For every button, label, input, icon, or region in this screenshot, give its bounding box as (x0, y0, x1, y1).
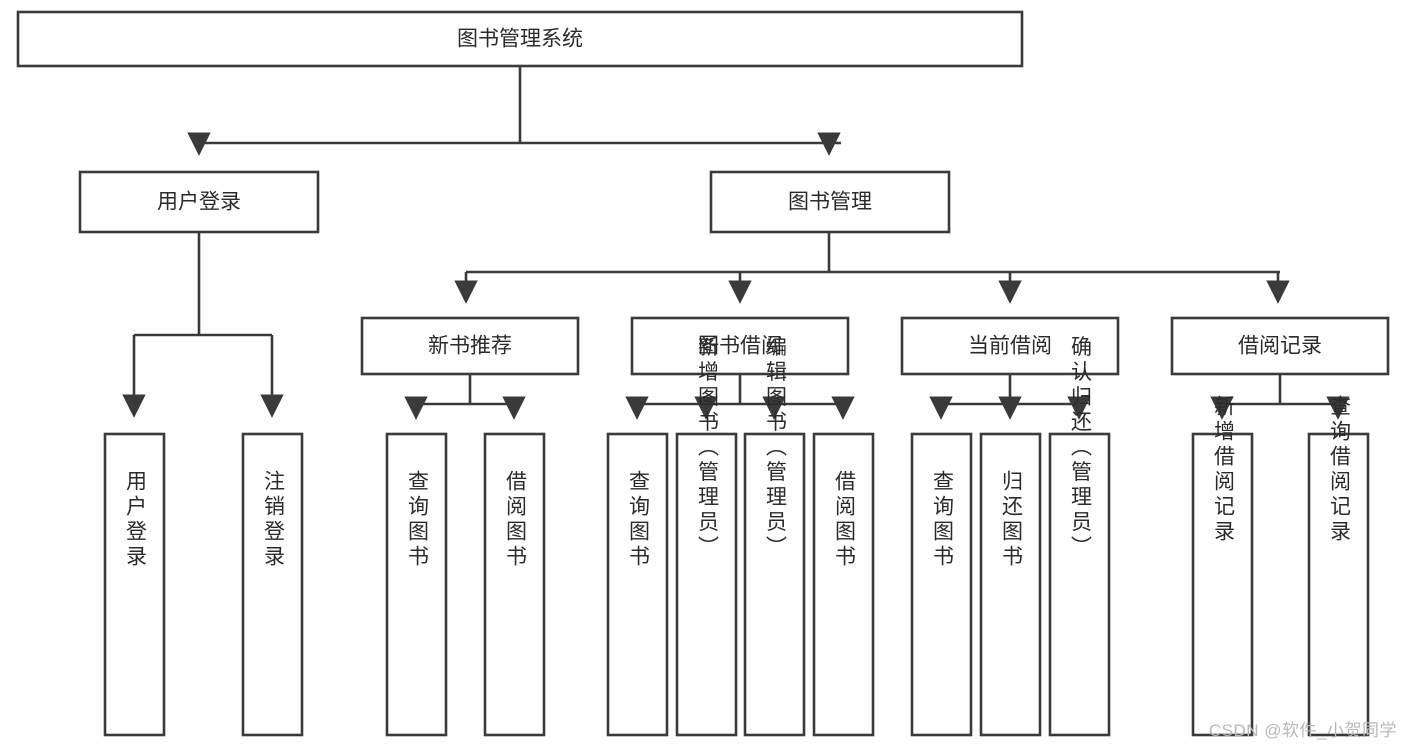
node-book-borrow-label: 图书借阅 (698, 335, 782, 358)
leaf-borrow-record-0-label: 新增借阅记录 (1212, 395, 1236, 545)
leaf-book-borrow-0[interactable]: 查询图书 (606, 432, 669, 737)
leaf-book-borrow-3[interactable]: 借阅图书 (812, 432, 875, 737)
leaf-book-borrow-2-label: 编辑图书（管理员） (764, 336, 788, 561)
edge-group-user-login (122, 232, 284, 418)
leaf-user-login-1-label: 注销登录 (262, 470, 286, 570)
node-book-borrow[interactable]: 图书借阅 (630, 316, 850, 376)
node-borrow-record-label: 借阅记录 (1238, 335, 1322, 358)
leaf-new-book-0-label: 查询图书 (406, 470, 430, 570)
node-borrow-record[interactable]: 借阅记录 (1170, 316, 1390, 376)
leaf-book-borrow-1[interactable]: 新增图书（管理员） (675, 336, 738, 737)
edge-group-current-borrow (929, 374, 1091, 420)
leaf-new-book-1[interactable]: 借阅图书 (483, 432, 546, 737)
node-current-borrow[interactable]: 当前借阅 (900, 316, 1120, 376)
leaf-new-book-0[interactable]: 查询图书 (385, 432, 448, 737)
leaf-borrow-record-0[interactable]: 新增借阅记录 (1191, 395, 1254, 737)
leaf-book-borrow-2[interactable]: 编辑图书（管理员） (743, 336, 806, 737)
leaf-book-borrow-1-label: 新增图书（管理员） (696, 336, 720, 561)
leaf-user-login-0[interactable]: 用户登录 (103, 432, 166, 737)
node-current-borrow-label: 当前借阅 (968, 335, 1052, 358)
node-root-label: 图书管理系统 (457, 28, 583, 51)
leaf-book-borrow-3-label: 借阅图书 (833, 470, 857, 570)
node-book-manage[interactable]: 图书管理 (709, 170, 951, 234)
node-user-login[interactable]: 用户登录 (78, 170, 320, 234)
leaf-borrow-record-1-label: 查询借阅记录 (1328, 395, 1352, 545)
leaf-current-borrow-2[interactable]: 确认归还（管理员） (1048, 336, 1111, 737)
edge-group-new-book (404, 374, 526, 420)
edge-group-book-manage (454, 232, 1290, 304)
leaf-current-borrow-0-label: 查询图书 (931, 470, 955, 570)
edge-group-book-borrow (625, 374, 855, 420)
node-root[interactable]: 图书管理系统 (16, 10, 1024, 68)
node-user-login-label: 用户登录 (157, 191, 241, 214)
leaf-current-borrow-1-label: 归还图书 (1000, 470, 1024, 570)
leaf-current-borrow-0[interactable]: 查询图书 (910, 432, 973, 737)
leaf-current-borrow-2-label: 确认归还（管理员） (1069, 336, 1093, 561)
edge-group-borrow-record (1210, 374, 1350, 420)
leaf-current-borrow-1[interactable]: 归还图书 (979, 432, 1042, 737)
leaf-book-borrow-0-label: 查询图书 (627, 470, 651, 570)
node-new-book-recommend[interactable]: 新书推荐 (360, 316, 580, 376)
edge-group-root (187, 66, 841, 156)
leaf-user-login-0-label: 用户登录 (124, 470, 148, 570)
node-new-book-recommend-label: 新书推荐 (428, 335, 512, 358)
leaf-new-book-1-label: 借阅图书 (504, 470, 528, 570)
leaf-borrow-record-1[interactable]: 查询借阅记录 (1307, 395, 1370, 737)
node-book-manage-label: 图书管理 (788, 191, 872, 214)
leaf-user-login-1[interactable]: 注销登录 (241, 432, 304, 737)
